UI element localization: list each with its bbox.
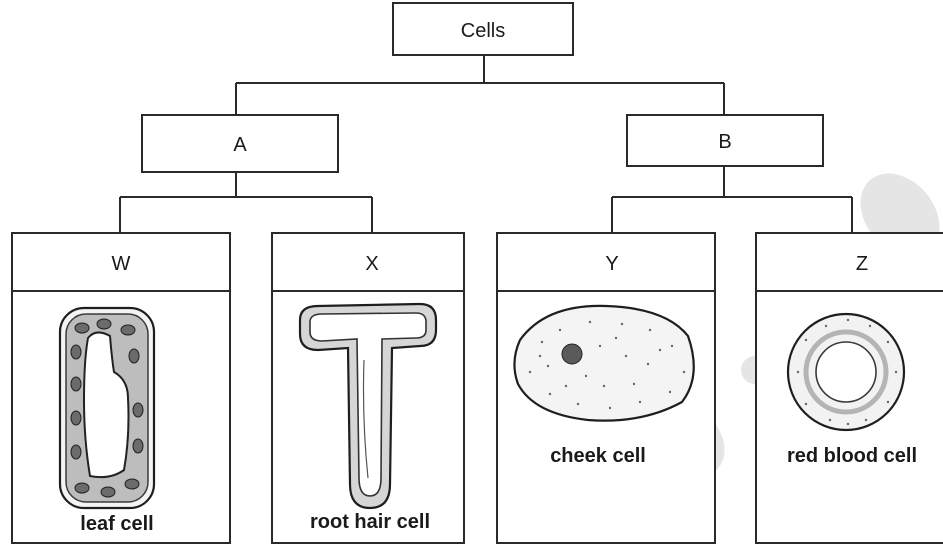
cell-x-card: X root hair cell (272, 233, 464, 543)
leaf-cell-icon (60, 308, 154, 508)
red-blood-cell-icon (788, 314, 904, 430)
cell-z-caption: red blood cell (787, 445, 917, 467)
group-a-label: A (233, 134, 247, 156)
cell-z-card: Z red blood cell (756, 233, 943, 543)
cell-y-code: Y (605, 253, 618, 275)
group-a-node: A (142, 115, 338, 172)
cell-x-code: X (365, 253, 378, 275)
group-b-label: B (718, 131, 731, 153)
cell-y-caption: cheek cell (550, 445, 646, 467)
cell-x-caption: root hair cell (310, 511, 430, 533)
cell-z-code: Z (856, 253, 868, 275)
cell-w-caption: leaf cell (80, 513, 153, 535)
group-b-node: B (627, 115, 823, 166)
root-node: Cells (393, 3, 573, 55)
root-label: Cells (461, 20, 505, 42)
cell-w-code: W (112, 253, 131, 275)
cell-w-card: W leaf cell (12, 233, 230, 543)
cheek-cell-icon (514, 306, 693, 421)
cell-y-card: Y (497, 233, 715, 543)
